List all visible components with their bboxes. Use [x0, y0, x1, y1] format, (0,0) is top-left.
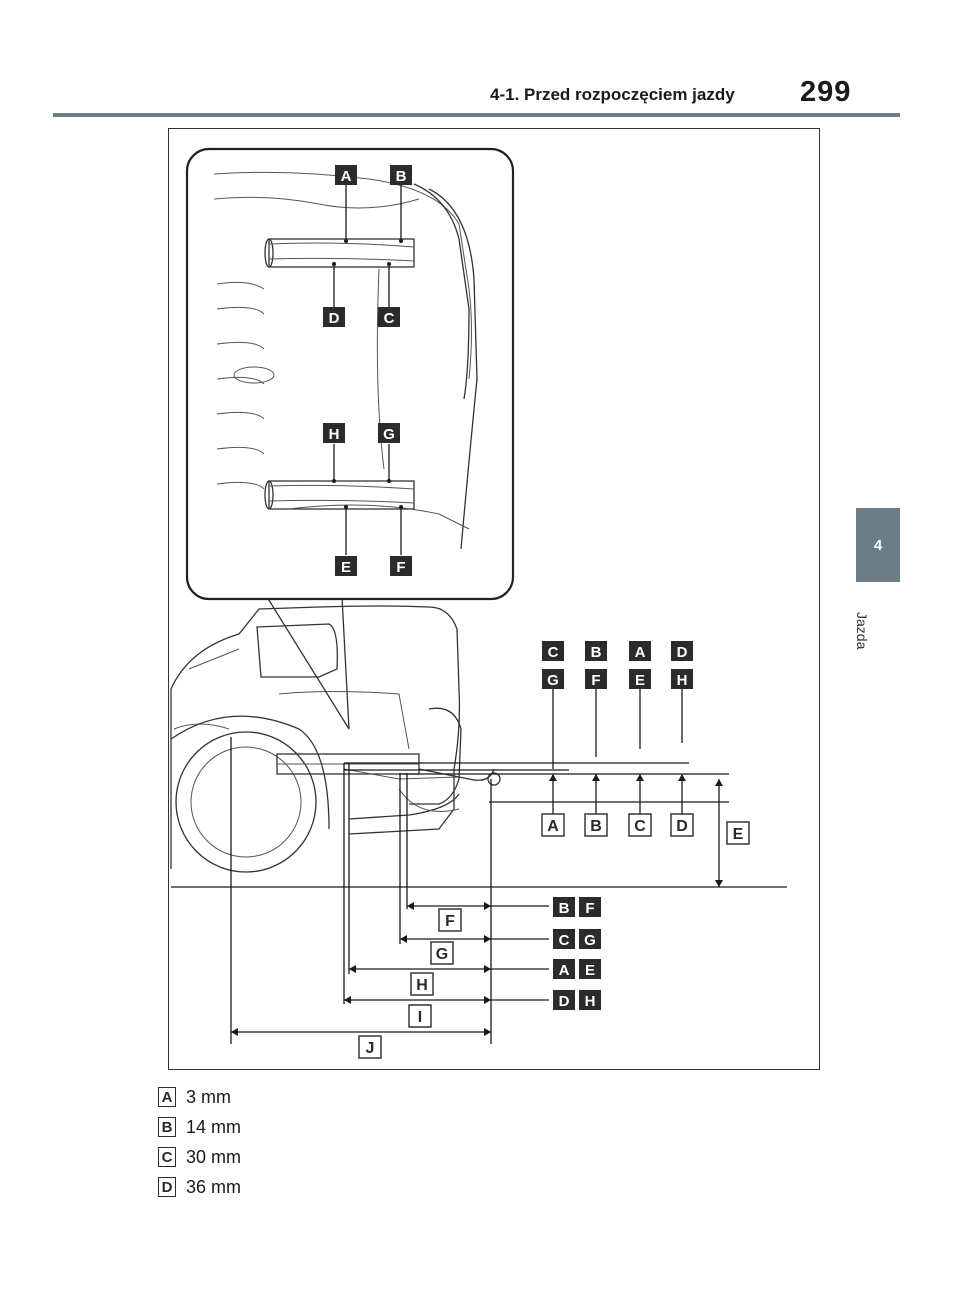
- diagram-figure: A B D C H G E F C G B F A E D H: [168, 128, 820, 1070]
- dimension-legend: A 3 mm B 14 mm C 30 mm D 36 mm: [158, 1082, 241, 1202]
- pair-label-b: B: [585, 641, 607, 661]
- hpair-label-e: E: [579, 959, 601, 979]
- svg-text:H: H: [416, 977, 428, 994]
- inset-label-g: G: [378, 423, 400, 443]
- pair-label-c: C: [542, 641, 564, 661]
- svg-text:H: H: [677, 672, 688, 689]
- chapter-name: Jazda: [854, 612, 870, 650]
- hitch-dimension-diagram: A B D C H G E F C G B F A E D H: [170, 147, 787, 1059]
- svg-text:C: C: [384, 310, 395, 327]
- svg-text:C: C: [559, 932, 570, 949]
- car-outline: [170, 605, 501, 873]
- legend-value: 3 mm: [186, 1086, 231, 1107]
- section-title: 4-1. Przed rozpoczęciem jazdy: [490, 85, 735, 104]
- svg-text:B: B: [559, 900, 570, 917]
- hpair-label-a: A: [553, 959, 575, 979]
- svg-text:F: F: [591, 672, 600, 689]
- pair-label-f: F: [585, 669, 607, 689]
- svg-text:G: G: [547, 672, 559, 689]
- svg-text:E: E: [341, 559, 351, 576]
- pair-label-h: H: [671, 669, 693, 689]
- inset-label-a: A: [335, 165, 357, 185]
- svg-text:F: F: [585, 900, 594, 917]
- pair-label-d: D: [671, 641, 693, 661]
- hpair-label-d: D: [553, 990, 575, 1010]
- svg-text:A: A: [635, 644, 646, 661]
- dim-label-b: B: [584, 813, 608, 837]
- svg-text:B: B: [396, 168, 407, 185]
- top-pair-labels: C G B F A E D H: [542, 641, 693, 689]
- svg-text:C: C: [548, 644, 559, 661]
- dim-label-j: J: [358, 1035, 382, 1059]
- chapter-tab: 4: [856, 508, 900, 582]
- svg-text:G: G: [584, 932, 596, 949]
- dim-label-e: E: [726, 821, 750, 845]
- header-divider: [53, 113, 900, 117]
- callout-pointer: [266, 596, 350, 730]
- svg-text:A: A: [341, 168, 352, 185]
- hpair-label-g: G: [579, 929, 601, 949]
- svg-text:E: E: [733, 826, 744, 843]
- legend-row-d: D 36 mm: [158, 1172, 241, 1202]
- svg-text:G: G: [436, 946, 448, 963]
- inset-label-d: D: [323, 307, 345, 327]
- legend-key: A: [158, 1087, 176, 1107]
- legend-row-c: C 30 mm: [158, 1142, 241, 1172]
- svg-text:E: E: [585, 962, 595, 979]
- svg-text:D: D: [676, 818, 688, 835]
- dim-label-d: D: [670, 813, 694, 837]
- page-number: 299: [800, 76, 852, 108]
- svg-text:B: B: [591, 644, 602, 661]
- inset-detail: A B D C H G E F: [185, 147, 515, 601]
- vertical-dimensions: A B C D E: [171, 689, 787, 888]
- pair-label-a: A: [629, 641, 651, 661]
- inset-label-b: B: [390, 165, 412, 185]
- legend-key: C: [158, 1147, 176, 1167]
- chapter-number: 4: [873, 536, 883, 554]
- svg-text:J: J: [366, 1040, 375, 1057]
- legend-row-b: B 14 mm: [158, 1112, 241, 1142]
- legend-row-a: A 3 mm: [158, 1082, 241, 1112]
- legend-value: 14 mm: [186, 1116, 242, 1137]
- inset-label-e: E: [335, 556, 357, 576]
- inset-label-c: C: [378, 307, 400, 327]
- dim-label-h: H: [410, 972, 434, 996]
- dim-label-f: F: [438, 908, 462, 932]
- svg-text:E: E: [635, 672, 645, 689]
- svg-text:C: C: [634, 818, 646, 835]
- hpair-label-b: B: [553, 897, 575, 917]
- dim-label-i: I: [408, 1004, 432, 1028]
- svg-text:A: A: [559, 962, 570, 979]
- legend-value: 36 mm: [186, 1176, 242, 1197]
- svg-text:F: F: [445, 913, 455, 930]
- legend-key: D: [158, 1177, 176, 1197]
- svg-text:G: G: [383, 426, 395, 443]
- pair-label-g: G: [542, 669, 564, 689]
- svg-text:B: B: [590, 818, 602, 835]
- dim-label-c: C: [628, 813, 652, 837]
- dim-label-a: A: [541, 813, 565, 837]
- dim-label-g: G: [430, 941, 454, 965]
- svg-text:H: H: [329, 426, 340, 443]
- svg-text:D: D: [559, 993, 570, 1010]
- svg-text:A: A: [547, 818, 559, 835]
- hpair-label-f: F: [579, 897, 601, 917]
- hpair-label-h: H: [579, 990, 601, 1010]
- legend-value: 30 mm: [186, 1146, 242, 1167]
- svg-text:I: I: [418, 1009, 422, 1026]
- hpair-label-c: C: [553, 929, 575, 949]
- inset-label-f: F: [390, 556, 412, 576]
- legend-key: B: [158, 1117, 176, 1137]
- pair-label-e: E: [629, 669, 651, 689]
- svg-text:H: H: [585, 993, 596, 1010]
- inset-label-h: H: [323, 423, 345, 443]
- svg-text:D: D: [677, 644, 688, 661]
- horizontal-dimensions: F G H I J B F C G A E D H: [230, 737, 601, 1059]
- svg-text:D: D: [329, 310, 340, 327]
- svg-text:F: F: [396, 559, 405, 576]
